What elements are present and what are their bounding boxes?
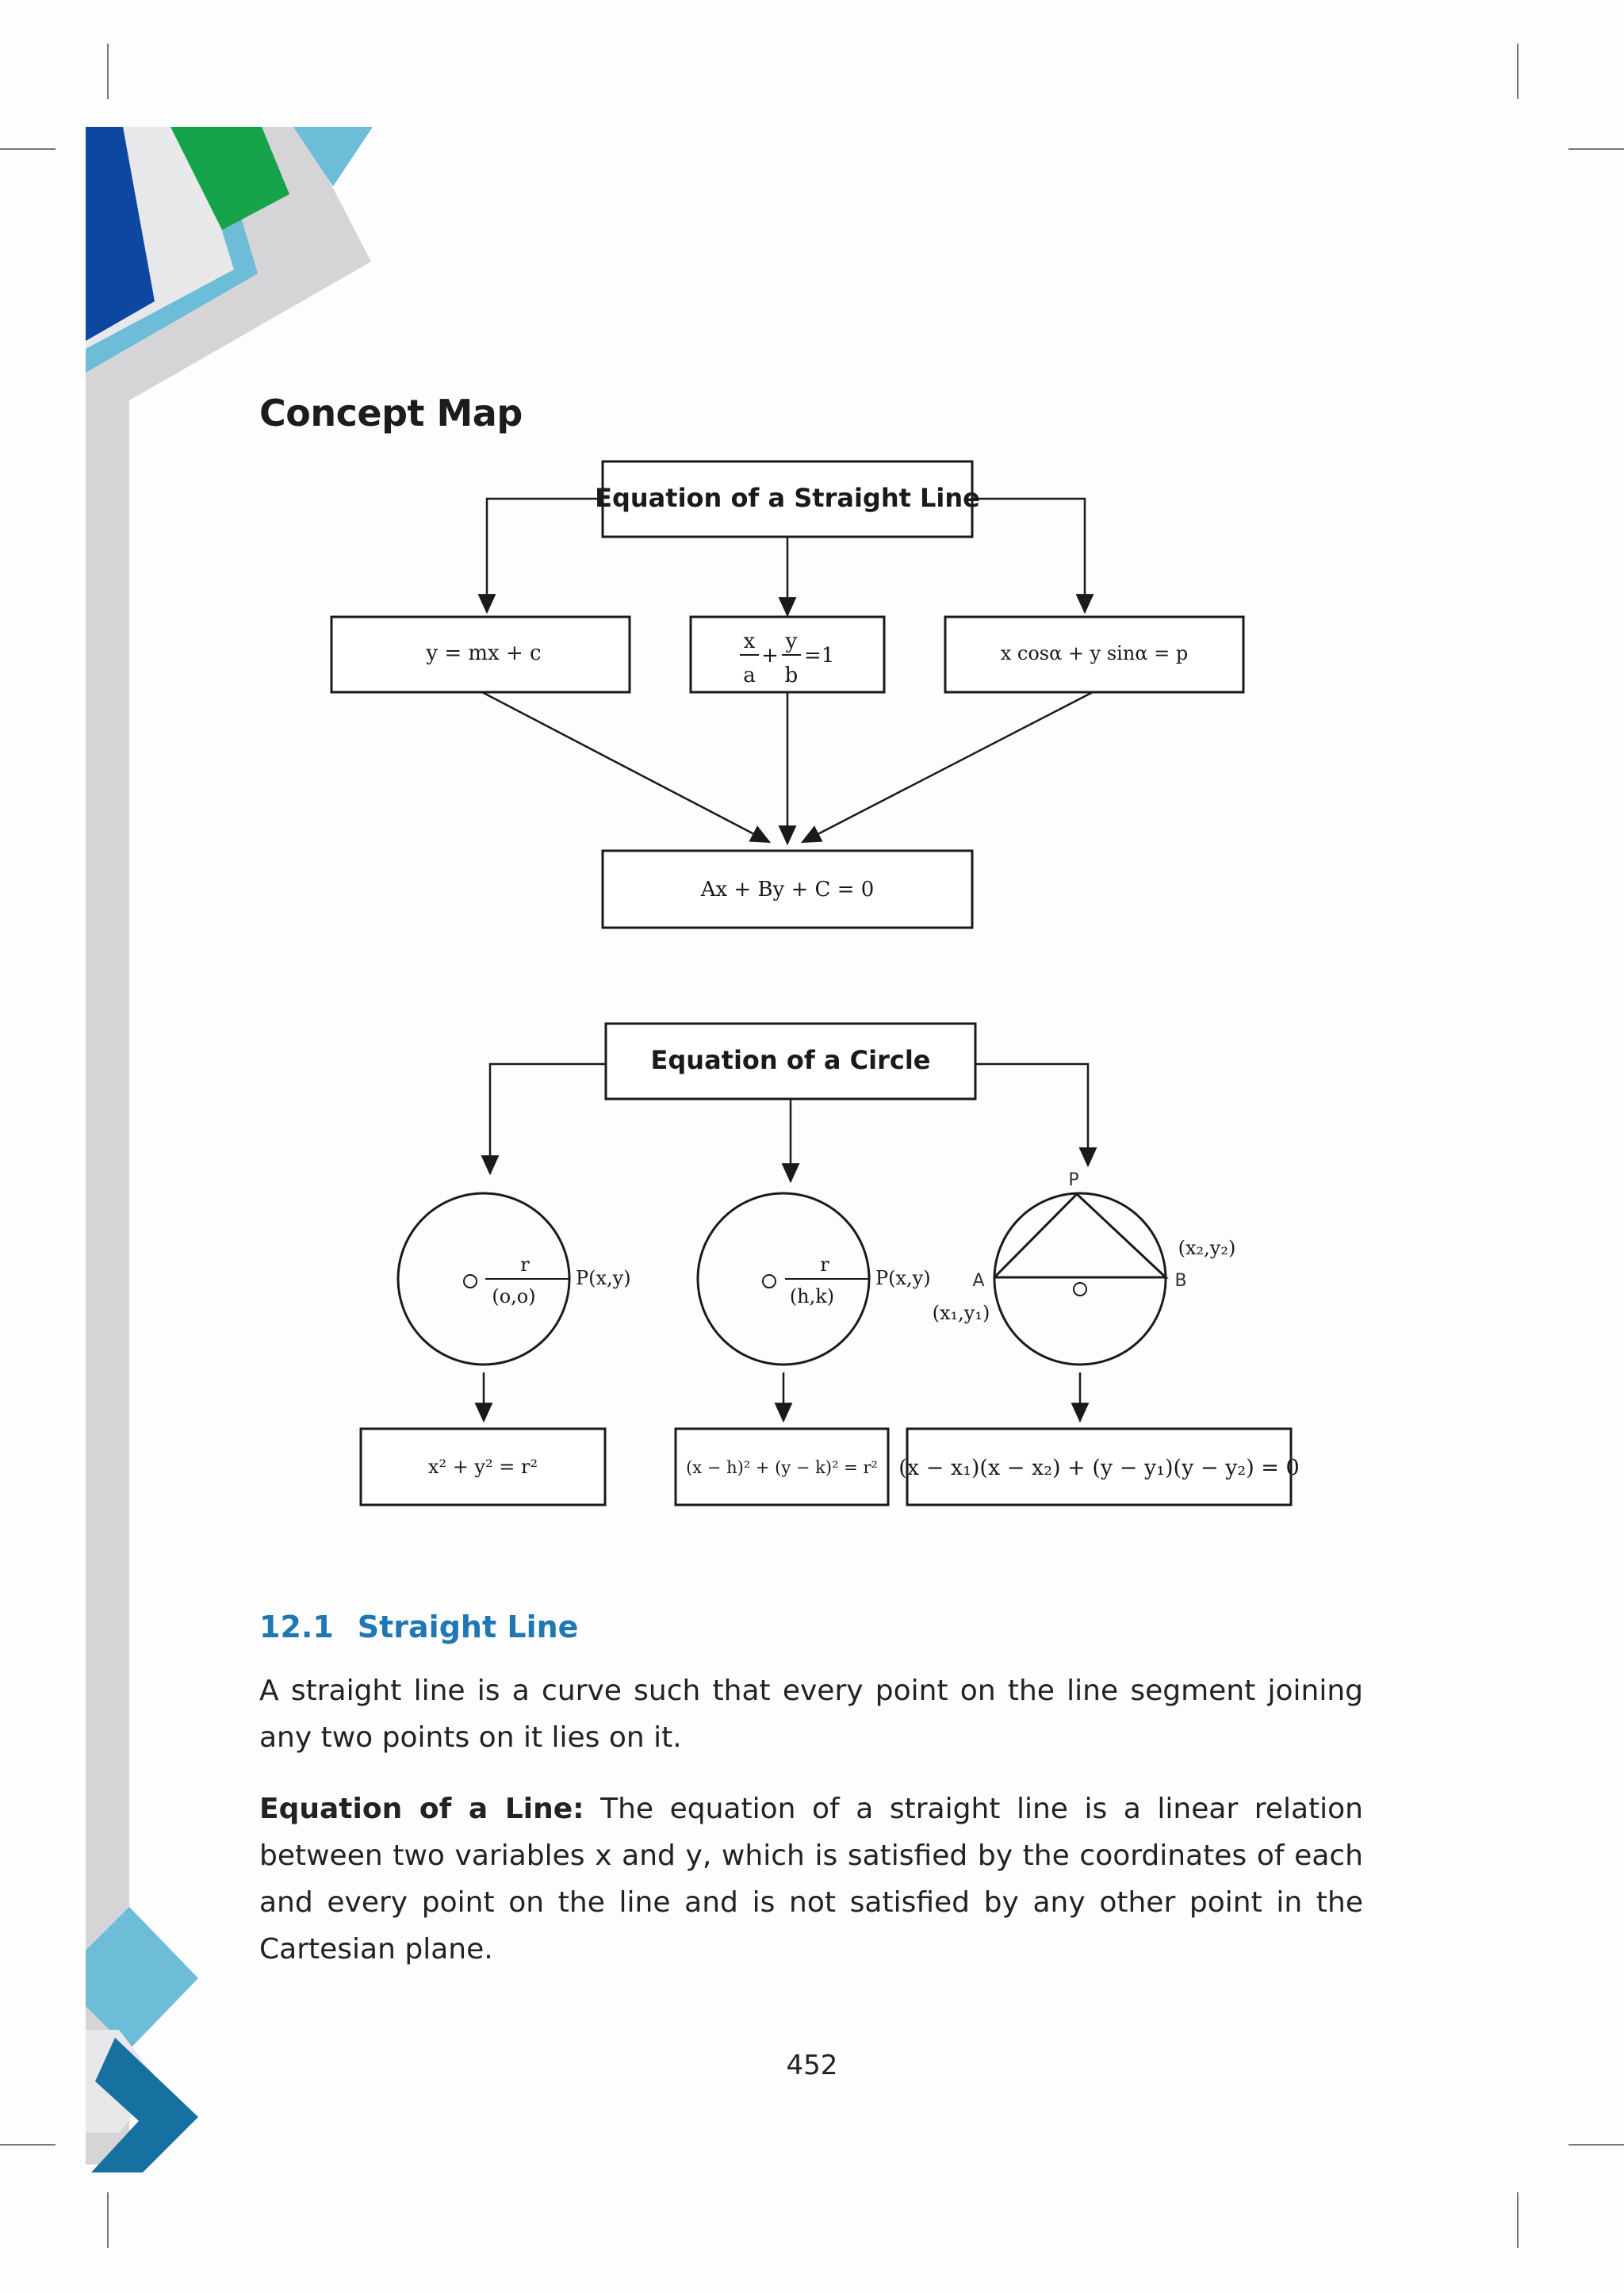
arrow-to-origin-circle — [481, 1062, 606, 1176]
center-equation-box — [674, 1427, 890, 1506]
diameter-circle-b-coord: (x₂,y₂) — [1178, 1237, 1236, 1259]
center-circle-figure: r (h,k) P(x,y) — [696, 1192, 931, 1366]
corner-green — [170, 127, 289, 230]
equation-of-line-paragraph: Equation of a Line: The equation of a st… — [259, 1786, 1363, 1973]
arrow-to-slope-form — [477, 497, 603, 614]
diameter-circle-point-a: A — [972, 1271, 984, 1291]
bottom-teal-chevron — [91, 2038, 198, 2172]
circle-heading-box — [604, 1022, 977, 1101]
diameter-equation-box — [906, 1427, 1293, 1506]
circle-heading: Equation of a Circle — [651, 1045, 931, 1075]
diameter-circle-point-p: P — [1068, 1170, 1078, 1190]
equation-of-line-term: Equation of a Line: — [259, 1793, 584, 1825]
center-equation: (x − h)² + (y − k)² = r² — [686, 1458, 878, 1477]
corner-navy — [86, 127, 155, 341]
section-heading: 12.1 Straight Line — [259, 1610, 578, 1644]
diameter-circle-a-coord: (x₁,y₁) — [933, 1302, 990, 1324]
straight-line-heading: Equation of a Straight Line — [595, 483, 980, 513]
arrow-to-normal-form — [972, 497, 1094, 614]
slope-form-box — [330, 615, 631, 694]
sidebar-strip — [86, 341, 129, 2165]
origin-circle-point: P(x,y) — [576, 1267, 631, 1289]
equation-of-line-text: The equation of a straight line is a lin… — [259, 1793, 1363, 1966]
arrow-normal-to-general — [800, 691, 1094, 844]
normal-form: x cosα + y sinα = p — [1001, 642, 1189, 664]
center-circle-center: (h,k) — [790, 1285, 834, 1307]
origin-equation-box — [359, 1427, 607, 1506]
origin-circle-figure: r (o,o) P(x,y) — [396, 1192, 631, 1366]
intercept-y-numerator: y — [785, 630, 798, 653]
center-circle-radius: r — [820, 1254, 829, 1276]
straight-line-definition: A straight line is a curve such that eve… — [259, 1675, 1363, 1754]
general-form-box — [601, 849, 974, 929]
diameter-circle-figure: P A B (x₁,y₁) (x₂,y₂) — [933, 1170, 1236, 1366]
origin-equation: x² + y² = r² — [428, 1456, 538, 1478]
concept-map-title: Concept Map — [259, 392, 523, 434]
origin-circle-radius: r — [520, 1254, 530, 1276]
diameter-equation: (x − x₁)(x − x₂) + (y − y₁)(y − y₂) = 0 — [898, 1456, 1299, 1480]
center-circle-point: P(x,y) — [875, 1267, 931, 1289]
arrow-slope-to-general — [481, 691, 772, 844]
origin-circle-center: (o,o) — [492, 1285, 535, 1307]
section-title: Straight Line — [357, 1610, 579, 1644]
intercept-x-numerator: x — [744, 630, 756, 653]
intercept-rhs: =1 — [804, 644, 834, 668]
diameter-circle-point-b: B — [1174, 1271, 1186, 1291]
normal-form-box — [944, 615, 1245, 694]
crop-marks — [0, 44, 1624, 2248]
intercept-plus: + — [761, 644, 779, 668]
intercept-x-denominator: a — [743, 664, 756, 687]
section-number: 12.1 — [259, 1610, 334, 1644]
general-form: Ax + By + C = 0 — [700, 878, 875, 902]
bottom-sky-diamond — [86, 1907, 198, 2050]
arrow-to-diameter-circle — [975, 1062, 1097, 1168]
intercept-y-denominator: b — [785, 664, 799, 687]
page-number: 452 — [786, 2050, 838, 2081]
corner-sky-stripe — [293, 127, 373, 186]
slope-form: y = mx + c — [425, 641, 541, 665]
intercept-form: x y + =1 a b — [740, 630, 834, 687]
